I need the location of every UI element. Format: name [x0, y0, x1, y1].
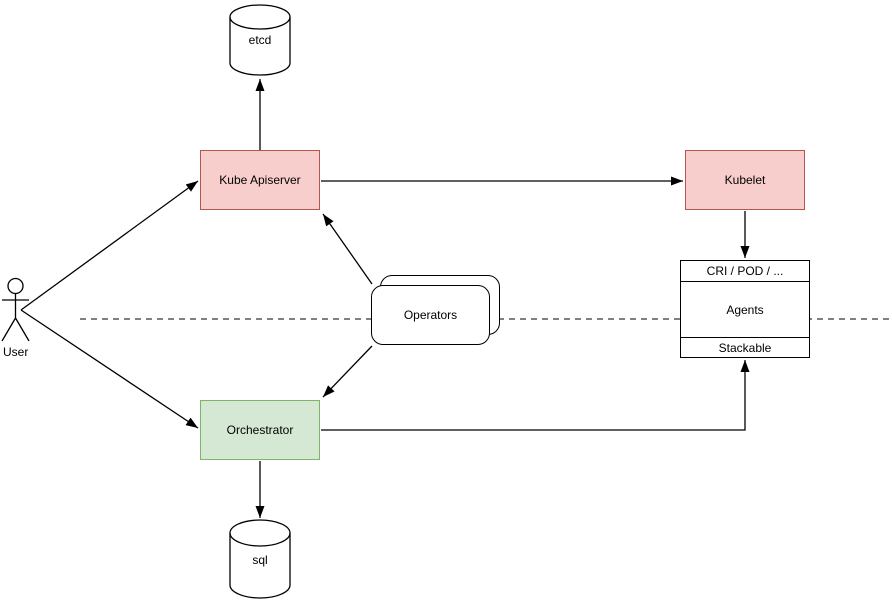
etcd-cylinder-shape[interactable] — [229, 4, 291, 76]
agents-stack-header[interactable]: CRI / POD / ... — [681, 261, 809, 282]
node-agents-stack[interactable]: CRI / POD / ... Agents Stackable — [680, 260, 810, 358]
node-orchestrator[interactable]: Orchestrator — [200, 400, 320, 460]
user-actor-figure[interactable] — [1, 277, 30, 342]
edge-operators-to-orchestrator[interactable] — [322, 345, 373, 398]
agents-stack-footer[interactable]: Stackable — [681, 337, 809, 357]
agents-stack-footer-label: Stackable — [718, 340, 772, 355]
edge-user-to-apiserver[interactable] — [20, 180, 199, 311]
node-kubelet[interactable]: Kubelet — [685, 150, 805, 210]
node-kube-apiserver[interactable]: Kube Apiserver — [200, 150, 320, 210]
agents-stack-body-label: Agents — [726, 302, 764, 317]
edge-orchestrator-to-stackable[interactable] — [321, 360, 750, 431]
sql-cylinder-shape[interactable] — [229, 519, 291, 599]
user-label: User — [3, 345, 29, 359]
etcd-label: etcd — [248, 33, 272, 47]
kube-apiserver-label: Kube Apiserver — [219, 172, 301, 187]
sql-label: sql — [252, 553, 268, 567]
edge-operators-to-apiserver[interactable] — [322, 213, 373, 285]
agents-stack-header-label: CRI / POD / ... — [706, 264, 784, 278]
node-operators[interactable]: Operators — [371, 285, 490, 345]
orchestrator-label: Orchestrator — [226, 422, 294, 437]
operators-label: Operators — [403, 307, 458, 322]
edge-user-to-orchestrator[interactable] — [20, 309, 199, 429]
agents-stack-body[interactable]: Agents — [681, 282, 809, 337]
kubelet-label: Kubelet — [724, 172, 766, 187]
